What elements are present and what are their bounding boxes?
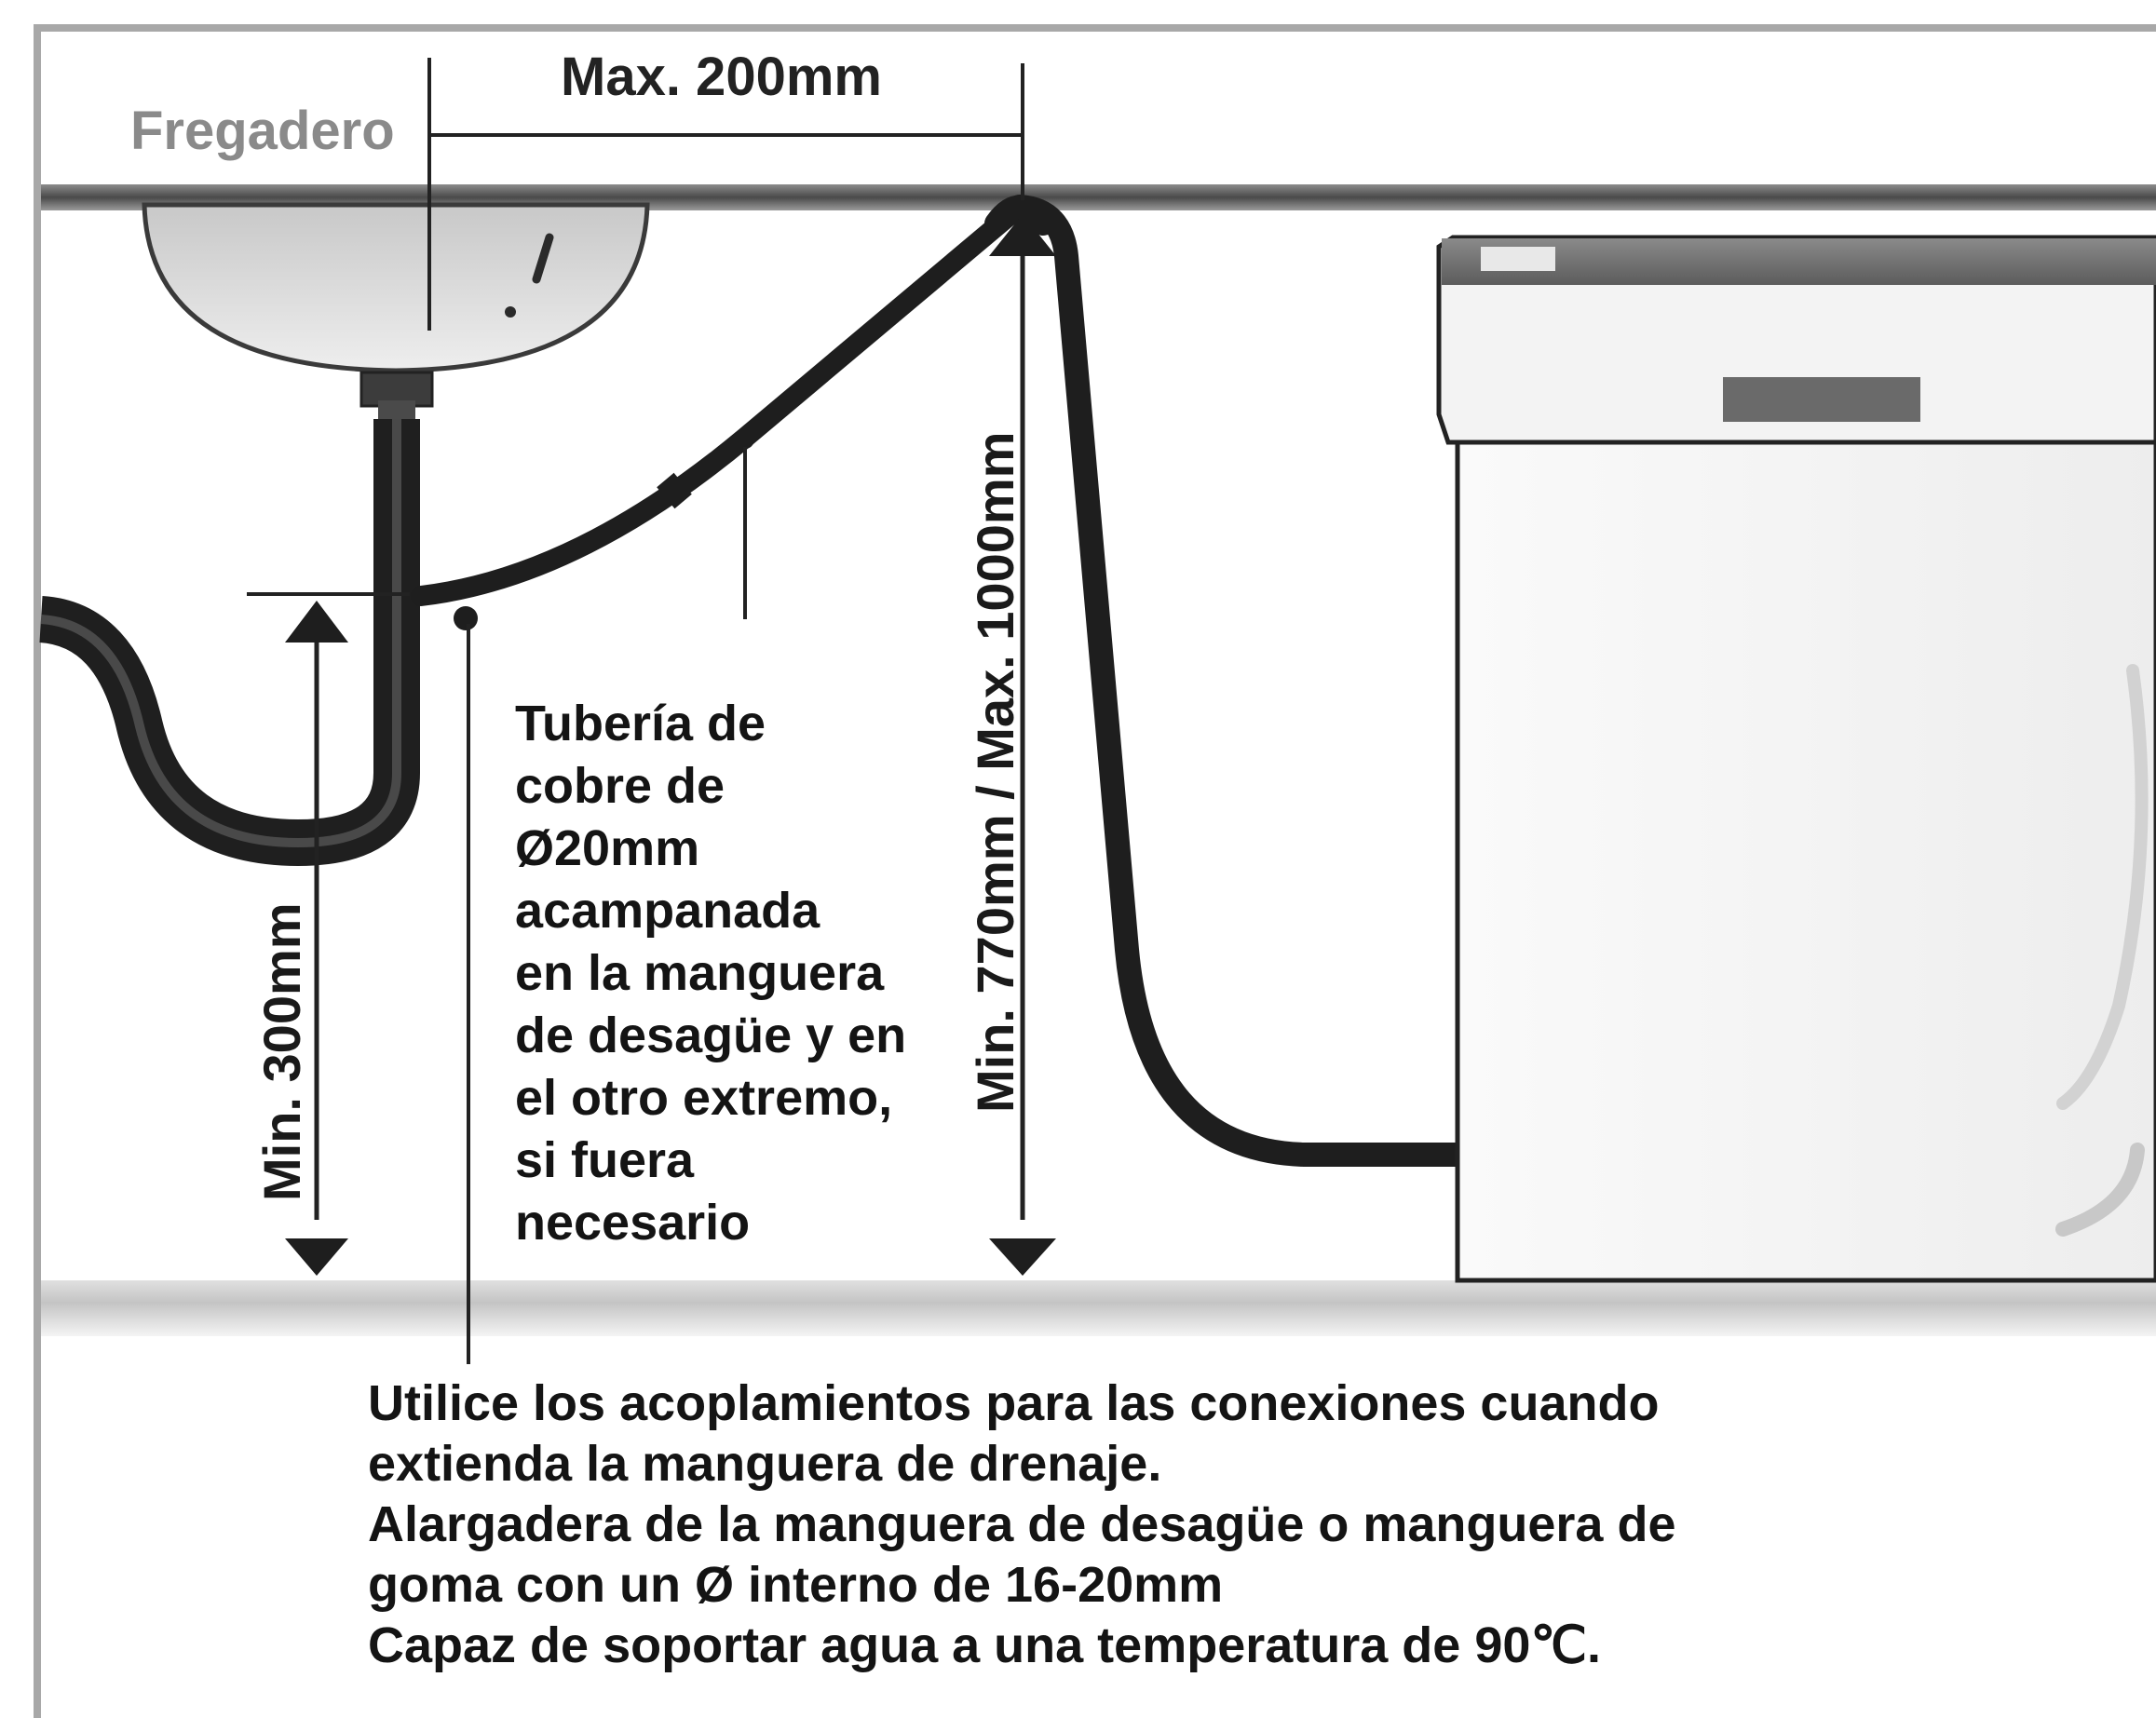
bottom-note-line: goma con un Ø interno de 16-20mm (368, 1557, 1223, 1613)
sink-bowl (142, 202, 650, 373)
dishwasher-control-panel (1436, 235, 2156, 445)
sink-label: Fregadero (130, 101, 395, 161)
drain-hose (1008, 195, 1470, 1167)
dishwasher-door-reflection (2056, 664, 2149, 1110)
pipe-note-line: si fuera (515, 1132, 695, 1188)
arrow-down-icon (285, 1238, 348, 1276)
hose-loop (984, 195, 1055, 236)
pipe-note-line: cobre de (515, 758, 725, 814)
copper-pipe (411, 196, 1030, 606)
pipe-note-line: de desagüe y en (515, 1008, 906, 1063)
sink-drain-dot (505, 306, 516, 318)
pipe-note-line: Ø20mm (515, 820, 699, 876)
frame-border (34, 24, 2156, 1718)
bottom-note-line: extienda la manguera de drenaje. (368, 1436, 1161, 1492)
bottom-note: Utilice los acoplamientos para las conex… (368, 1375, 1690, 1673)
arrow-up-icon (989, 214, 1056, 256)
p-trap (38, 419, 420, 866)
min-height-trap-label: Min. 300mm (252, 902, 311, 1201)
hose-height-label: Min. 770mm / Max. 1000mm (966, 432, 1024, 1113)
floor (41, 1280, 2156, 1336)
pipe-note-line: acampanada (515, 883, 820, 939)
dishwasher-indicator (1481, 247, 1555, 271)
pipe-note-line: en la manguera (515, 945, 885, 1001)
pipe-coupling (657, 472, 692, 509)
pipe-coupling (454, 606, 478, 630)
pipe-note-line: el otro extremo, (515, 1070, 892, 1126)
max-distance-label: Max. 200mm (561, 47, 882, 107)
sink-drain-mark (532, 233, 554, 284)
bottom-note-line: Utilice los acoplamientos para las conex… (368, 1375, 1659, 1431)
dishwasher-panel-top (1442, 238, 2156, 285)
dishwasher-door-reflection (2055, 1143, 2145, 1237)
dishwasher-handle (1723, 377, 1920, 422)
arrow-down-icon (989, 1238, 1056, 1276)
arrow-up-icon (285, 601, 348, 643)
bottom-note-line: Alargadera de la manguera de desagüe o m… (368, 1496, 1675, 1552)
bottom-note-line: Capaz de soportar agua a una temperatura… (368, 1617, 1601, 1673)
pipe-note-line: necesario (515, 1195, 750, 1251)
pipe-note: Tubería de cobre de Ø20mm acampanada en … (515, 696, 920, 1251)
dishwasher-door (1455, 440, 2156, 1283)
p-trap-highlight (40, 419, 401, 847)
pipe-note-line: Tubería de (515, 696, 766, 751)
pipe-coupling (736, 430, 754, 449)
